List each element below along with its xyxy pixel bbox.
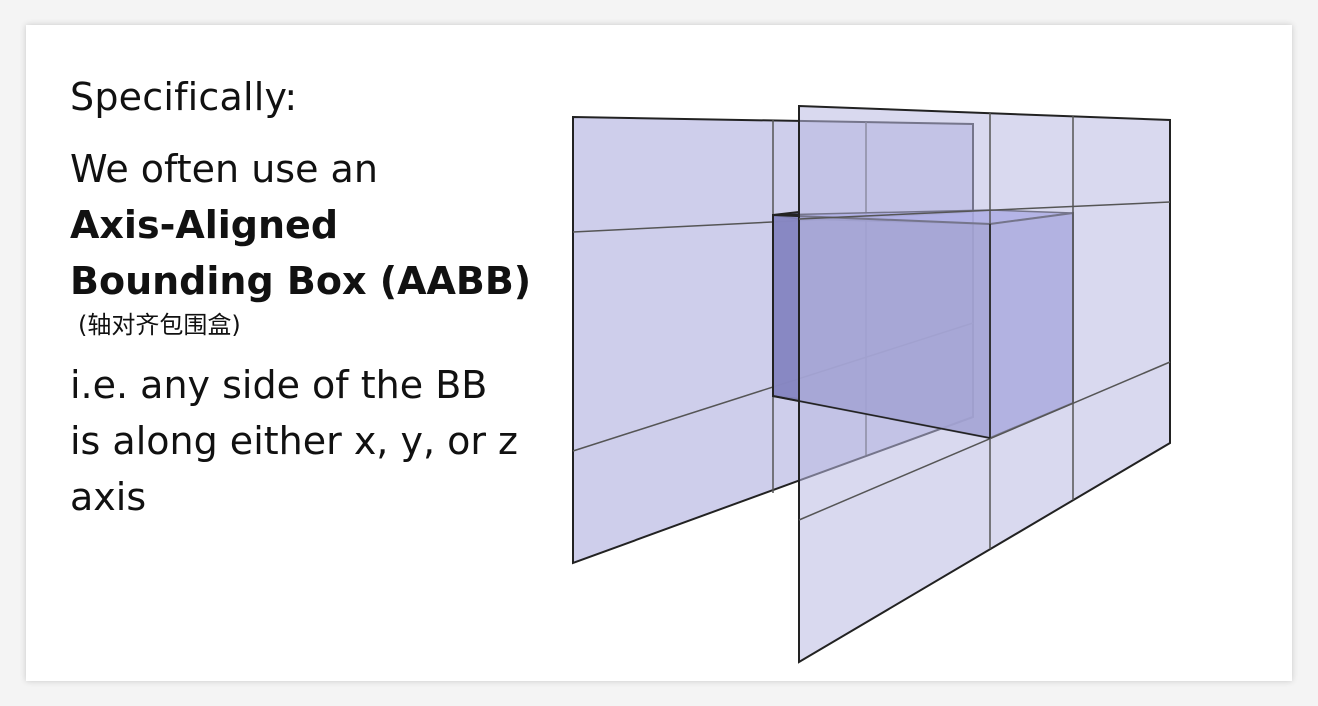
box-edge bbox=[772, 395, 991, 439]
chinese-note: (轴对齐包围盒) bbox=[78, 311, 241, 339]
heading: Specifically: bbox=[70, 75, 298, 119]
right-plane bbox=[798, 104, 1171, 664]
term-line-1: Axis-Aligned bbox=[70, 203, 339, 247]
explain-line-2: is along either x, y, or z bbox=[70, 419, 519, 463]
right-plane-grid bbox=[798, 201, 1171, 220]
right-plane-grid bbox=[798, 361, 1171, 521]
intro-line: We often use an bbox=[70, 147, 378, 191]
explain-line-3: axis bbox=[70, 475, 147, 519]
text-column: Specifically: We often use an Axis-Align… bbox=[70, 71, 550, 525]
term-line-2: Bounding Box (AABB) bbox=[70, 259, 532, 303]
explain-line-1: i.e. any side of the BB bbox=[70, 363, 488, 407]
